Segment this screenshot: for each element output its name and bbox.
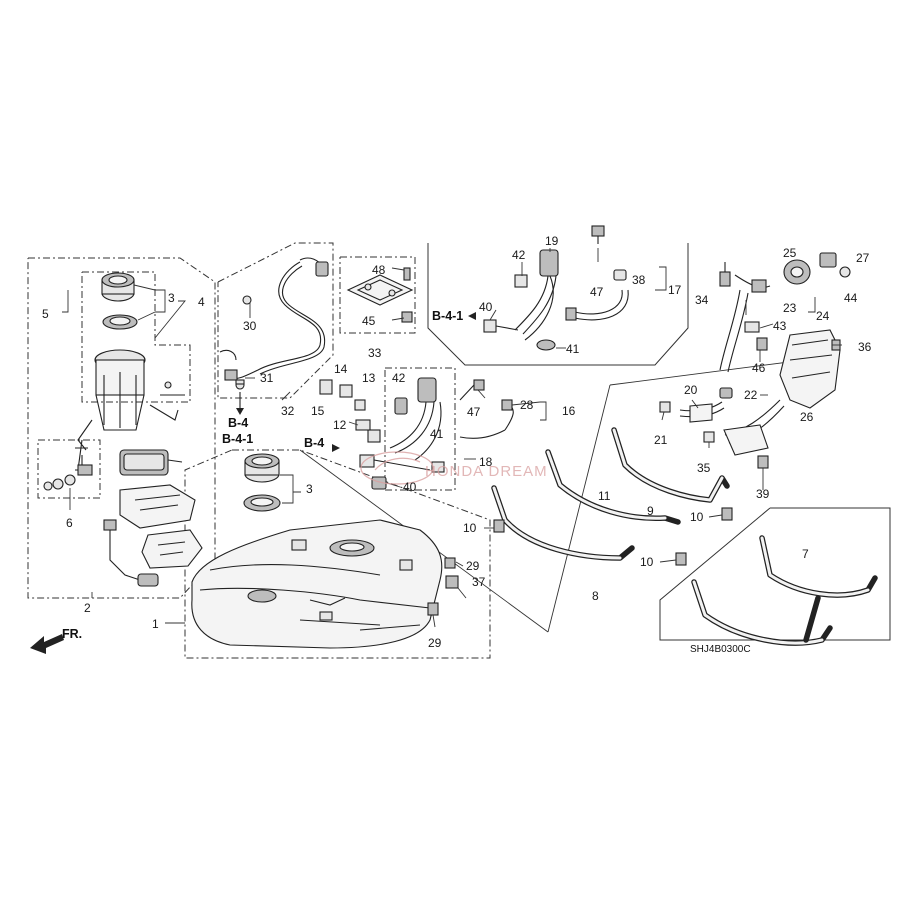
callout-40a: 40 bbox=[479, 300, 493, 314]
callout-22: 22 bbox=[744, 388, 758, 402]
ref-label-b4-1-top: B-4-1 bbox=[432, 309, 463, 323]
callout-24: 24 bbox=[816, 309, 830, 323]
callout-19: 19 bbox=[545, 234, 559, 248]
plate-33-parts bbox=[346, 267, 414, 323]
ref-arrow-b4-1-top-icon bbox=[468, 312, 476, 320]
callout-38: 38 bbox=[632, 273, 646, 287]
callout-43: 43 bbox=[773, 319, 787, 333]
callout-15: 15 bbox=[311, 404, 325, 418]
callout-44: 44 bbox=[844, 291, 858, 305]
callout-18: 18 bbox=[479, 455, 493, 469]
ref-arrow-b4-center-icon bbox=[332, 444, 340, 452]
callout-8: 8 bbox=[592, 589, 599, 603]
frame-fill-pipe-upper bbox=[427, 243, 689, 366]
callout-33: 33 bbox=[368, 346, 382, 360]
frame-tank bbox=[184, 449, 491, 659]
callout-3a: 3 bbox=[168, 291, 175, 305]
ref-label-b4-center: B-4 bbox=[304, 436, 324, 450]
frame-strap-7 bbox=[659, 507, 891, 641]
ref-label-b4-1-left: B-4-1 bbox=[222, 432, 253, 446]
svg-text:HONDA DREAM: HONDA DREAM bbox=[425, 463, 548, 480]
callout-26: 26 bbox=[800, 410, 814, 424]
callout-27: 27 bbox=[856, 251, 870, 265]
callout-13: 13 bbox=[362, 371, 376, 385]
callout-32: 32 bbox=[281, 404, 295, 418]
front-arrow-icon bbox=[30, 634, 64, 654]
frame-vent-hose bbox=[217, 242, 334, 399]
callout-23: 23 bbox=[783, 301, 797, 315]
callout-41b: 41 bbox=[430, 427, 444, 441]
callout-16: 16 bbox=[562, 404, 576, 418]
callout-34: 34 bbox=[695, 293, 709, 307]
filler-pipe-parts bbox=[659, 252, 851, 469]
watermark-logo: HONDA DREAM bbox=[360, 451, 548, 485]
callout-28: 28 bbox=[520, 398, 534, 412]
frame-plate-33 bbox=[339, 256, 416, 334]
frame-strap-diag bbox=[547, 384, 611, 633]
ref-arrow-b4-icon bbox=[236, 408, 244, 415]
tank-straps bbox=[491, 427, 878, 646]
frame-pump-group bbox=[27, 257, 216, 599]
callout-21: 21 bbox=[654, 433, 668, 447]
callout-3b: 3 bbox=[306, 482, 313, 496]
callout-47a: 47 bbox=[590, 285, 604, 299]
callout-37: 37 bbox=[472, 575, 486, 589]
vent-hose-parts bbox=[219, 257, 329, 390]
callout-10b: 10 bbox=[640, 555, 654, 569]
callout-42a: 42 bbox=[512, 248, 526, 262]
callout-47b: 47 bbox=[467, 405, 481, 419]
callout-9: 9 bbox=[647, 504, 654, 518]
fuel-pump-parts bbox=[43, 272, 203, 587]
callout-40b: 40 bbox=[403, 480, 417, 494]
front-arrow-label: FR. bbox=[62, 627, 82, 641]
callout-48: 48 bbox=[372, 263, 386, 277]
callout-12: 12 bbox=[333, 418, 347, 432]
callout-numbers: 1 2 3 3 4 5 6 7 8 9 10 10 10 11 12 13 14… bbox=[42, 234, 872, 650]
callout-1: 1 bbox=[152, 617, 159, 631]
callout-25: 25 bbox=[783, 246, 797, 260]
frame-pump-sender bbox=[37, 439, 101, 499]
callout-31: 31 bbox=[260, 371, 274, 385]
frame-tube-center bbox=[384, 367, 456, 491]
callout-30: 30 bbox=[243, 319, 257, 333]
part-code: SHJ4B0300C bbox=[690, 644, 751, 655]
callout-41a: 41 bbox=[566, 342, 580, 356]
fuel-tank bbox=[191, 453, 459, 649]
fill-pipe-upper-parts bbox=[483, 225, 629, 351]
callout-10a: 10 bbox=[463, 521, 477, 535]
callout-35: 35 bbox=[697, 461, 711, 475]
callout-42b: 42 bbox=[392, 371, 406, 385]
callout-4: 4 bbox=[198, 295, 205, 309]
callout-14: 14 bbox=[334, 362, 348, 376]
callout-39: 39 bbox=[756, 487, 770, 501]
callout-5: 5 bbox=[42, 307, 49, 321]
callout-2: 2 bbox=[84, 601, 91, 615]
ref-label-b4-left: B-4 bbox=[228, 416, 248, 430]
callout-29b: 29 bbox=[428, 636, 442, 650]
center-tube-parts bbox=[319, 377, 514, 490]
callout-6: 6 bbox=[66, 516, 73, 530]
callout-46: 46 bbox=[752, 361, 766, 375]
callout-45: 45 bbox=[362, 314, 376, 328]
callout-36: 36 bbox=[858, 340, 872, 354]
leader-lines bbox=[62, 248, 842, 628]
callout-29a: 29 bbox=[466, 559, 480, 573]
callout-10c: 10 bbox=[690, 510, 704, 524]
frame-pump-inner bbox=[81, 271, 191, 403]
callout-7: 7 bbox=[802, 547, 809, 561]
callout-20: 20 bbox=[684, 383, 698, 397]
callout-11: 11 bbox=[598, 489, 611, 503]
callout-17: 17 bbox=[668, 283, 682, 297]
